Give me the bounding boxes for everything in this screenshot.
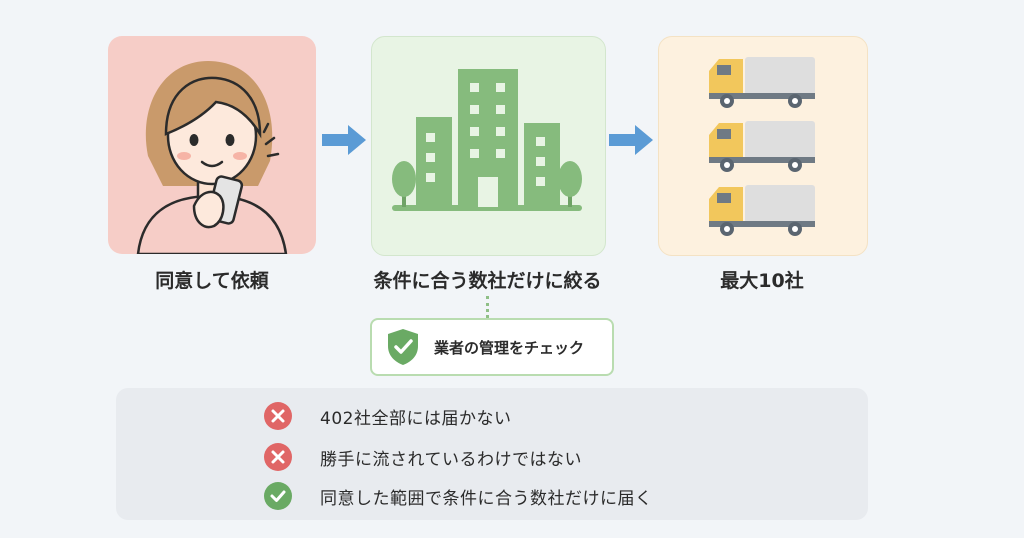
note-item: 402社全部には届かない xyxy=(264,402,511,430)
note-item: 勝手に流されているわけではない xyxy=(264,443,582,471)
step-label-companies: 最大10社 xyxy=(720,270,804,292)
step-label-filter: 条件に合う数社だけに絞る xyxy=(373,270,602,292)
arrow-right-icon xyxy=(609,125,653,155)
note-text: 402社全部には届かない xyxy=(320,408,512,429)
person-phone-icon xyxy=(136,61,288,254)
cross-circle-icon xyxy=(264,443,292,471)
arrow-right-icon xyxy=(322,125,366,155)
office-building-icon xyxy=(392,69,582,211)
note-text: 同意した範囲で条件に合う数社だけに届く xyxy=(320,488,653,509)
step-card-companies xyxy=(658,36,868,256)
shield-check-icon xyxy=(388,329,418,365)
check-circle-icon xyxy=(264,482,292,510)
delivery-truck-icon xyxy=(709,57,815,236)
step-card-filter xyxy=(371,36,606,256)
note-text: 勝手に流されているわけではない xyxy=(320,449,582,470)
check-badge-label: 業者の管理をチェック xyxy=(434,338,585,357)
step-card-request xyxy=(108,36,316,254)
dotted-connector xyxy=(486,296,489,318)
notes-panel: 402社全部には届かない 勝手に流されているわけではない 同意した範囲で条件に合… xyxy=(116,388,868,520)
cross-circle-icon xyxy=(264,402,292,430)
step-label-request: 同意して依頼 xyxy=(155,270,269,292)
note-item: 同意した範囲で条件に合う数社だけに届く xyxy=(264,482,653,510)
check-badge: 業者の管理をチェック xyxy=(370,318,614,376)
